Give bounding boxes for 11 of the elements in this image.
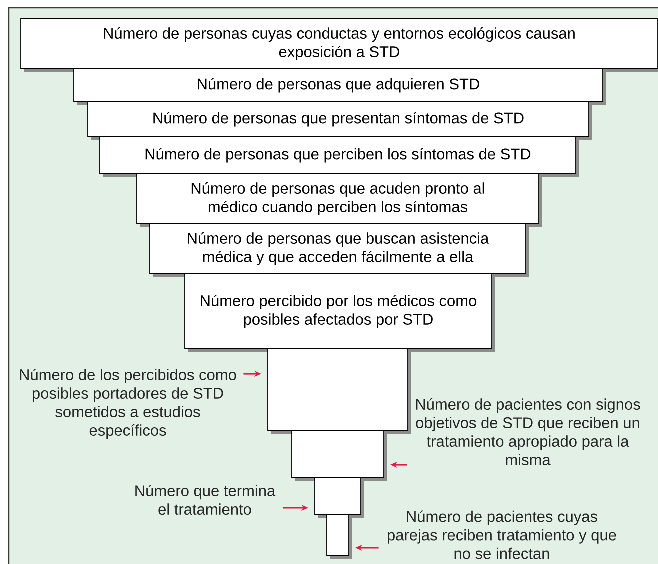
annotation-text: Número de pacientes con signos objetivos de STD que reciben un tratamiento apropiado para la misma	[416, 398, 640, 466]
empty-level-box	[326, 514, 352, 559]
level-box: Número de personas que adquieren STD	[74, 68, 606, 105]
level-box: Número de personas cuyas conductas y entornos ecológicos causan exposición a STD	[20, 18, 658, 72]
level-box: Número de personas que buscan asistencia médica y que acceden fácilmente a ella	[150, 224, 529, 277]
annotation-text: Número de los percibidos como posibles portadores de STD sometidos a estudios específicos	[20, 368, 236, 440]
level-box: Número de personas que presentan síntomas de STD	[88, 102, 592, 140]
level-box: Número de personas que acuden pronto al médico cuando perciben los síntomas	[136, 174, 542, 227]
annotation-text: Número que termina el tratamiento	[136, 484, 276, 516]
level-box: Número de personas que perciben los síntomas de STD	[100, 136, 579, 177]
annotation-text: Número de pacientes cuyas parejas reciben tratamiento y que no se infectan	[388, 510, 616, 560]
